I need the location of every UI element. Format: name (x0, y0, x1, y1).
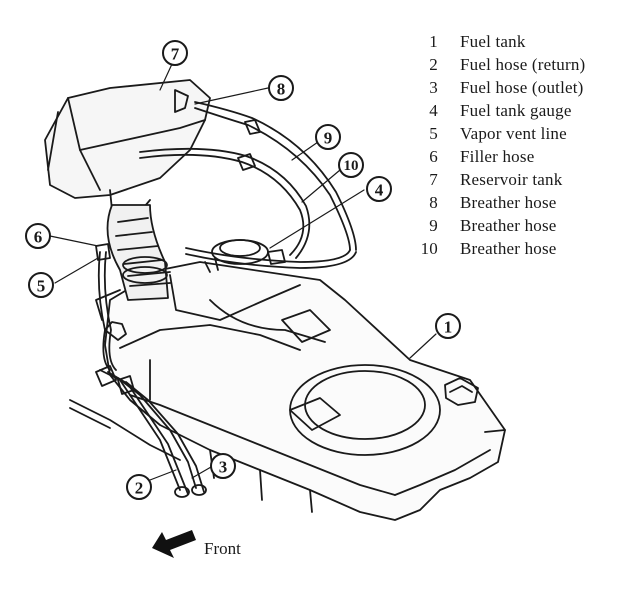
legend-row: 7 Reservoir tank (414, 168, 634, 191)
legend-label: Breather hose (460, 215, 557, 235)
callout-1: 1 (444, 318, 453, 337)
legend-number: 7 (429, 169, 438, 189)
legend-label: Breather hose (460, 238, 557, 258)
legend-number: 2 (429, 54, 438, 74)
legend-row: 3 Fuel hose (outlet) (414, 76, 634, 99)
breather-hoses (139, 101, 357, 269)
legend-row: 9 Breather hose (414, 214, 634, 237)
legend-number: 5 (429, 123, 438, 143)
legend-number: 8 (429, 192, 438, 212)
legend-row: 1 Fuel tank (414, 30, 634, 53)
legend-label: Fuel tank gauge (460, 100, 572, 120)
callout-7: 7 (171, 45, 180, 64)
leader-lines (49, 63, 437, 481)
legend-row: 4 Fuel tank gauge (414, 99, 634, 122)
legend-label: Vapor vent line (460, 123, 567, 143)
fuel-tank (95, 261, 506, 521)
callout-3: 3 (219, 458, 228, 477)
callout-2: 2 (135, 479, 144, 498)
callout-9: 9 (324, 129, 333, 148)
fuel-tank-gauge (204, 239, 269, 273)
legend-label: Reservoir tank (460, 169, 563, 189)
legend-number: 9 (429, 215, 438, 235)
legend-number: 10 (420, 238, 438, 258)
legend-number: 4 (429, 100, 438, 120)
callout-4: 4 (375, 181, 384, 200)
legend-row: 2 Fuel hose (return) (414, 53, 634, 76)
reservoir-tank (44, 79, 211, 213)
legend-row: 6 Filler hose (414, 145, 634, 168)
parts-legend: 1 Fuel tank 2 Fuel hose (return) 3 Fuel hos… (414, 30, 634, 260)
legend-row: 10 Breather hose (414, 237, 634, 260)
legend-label: Fuel hose (return) (460, 54, 586, 74)
legend-number: 1 (429, 31, 438, 51)
legend-label: Breather hose (460, 192, 557, 212)
legend-number: 3 (429, 77, 438, 97)
callout-10: 10 (344, 158, 359, 174)
front-arrow-icon (152, 530, 196, 558)
filler-hose (106, 204, 171, 301)
legend-label: Fuel hose (outlet) (460, 77, 584, 97)
vent-and-fuel-hoses (69, 243, 207, 498)
front-label: Front (204, 539, 241, 558)
callout-5: 5 (37, 277, 46, 296)
callout-6: 6 (34, 228, 43, 247)
legend-label: Fuel tank (460, 31, 526, 51)
legend-number: 6 (429, 146, 438, 166)
legend-row: 8 Breather hose (414, 191, 634, 214)
legend-row: 5 Vapor vent line (414, 122, 634, 145)
callout-circles (25, 40, 461, 500)
legend-label: Filler hose (460, 146, 535, 166)
callout-8: 8 (277, 80, 286, 99)
